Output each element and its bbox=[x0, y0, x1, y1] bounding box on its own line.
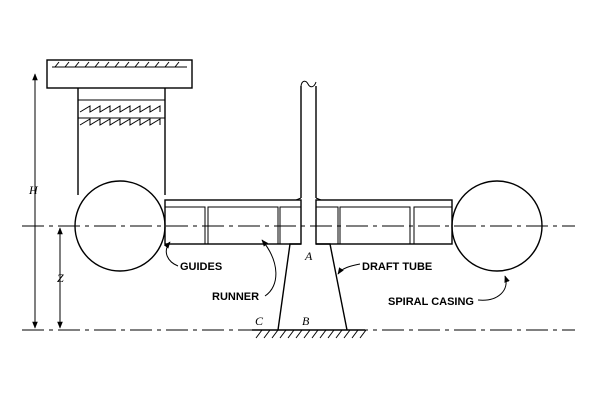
ground-hatch bbox=[252, 329, 367, 339]
spiral-casing-leader bbox=[477, 275, 510, 301]
draft-tube-label: DRAFT TUBE bbox=[362, 261, 432, 273]
point-c-label: C bbox=[255, 314, 264, 328]
runner-label: RUNNER bbox=[212, 291, 259, 303]
draft-tube-leader bbox=[337, 263, 361, 275]
runner-left bbox=[164, 199, 302, 245]
symbol-z: Z bbox=[57, 271, 64, 285]
point-b-label: B bbox=[302, 314, 310, 328]
point-a-label: A bbox=[304, 249, 313, 263]
draft-tube bbox=[277, 243, 348, 331]
guides-label: GUIDES bbox=[180, 261, 222, 273]
penstock bbox=[77, 88, 166, 195]
spiral-casing-label: SPIRAL CASING bbox=[388, 296, 474, 308]
symbol-h: H bbox=[28, 183, 39, 197]
guides-leader bbox=[163, 241, 179, 267]
runner-leader bbox=[261, 239, 277, 297]
shaft bbox=[165, 80, 452, 201]
headwater-reservoir bbox=[46, 59, 193, 89]
runner-right bbox=[315, 199, 453, 245]
